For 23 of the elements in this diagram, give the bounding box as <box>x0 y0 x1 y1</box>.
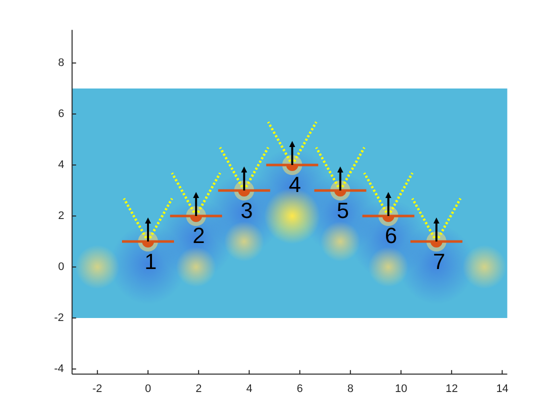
axis-tick-label: -2 <box>92 384 102 396</box>
callout-number: 4 <box>288 174 301 196</box>
callout-number: 3 <box>240 200 253 222</box>
axis-tick-label: 8 <box>347 384 354 396</box>
axis-tick-label: 14 <box>496 384 508 396</box>
axis-tick-label: 2 <box>196 384 202 396</box>
axis-tick-label: 10 <box>395 384 408 396</box>
axis-tick-label: 0 <box>58 262 64 272</box>
axis-tick-label: 6 <box>58 108 64 120</box>
axis-tick-label: 6 <box>296 384 303 396</box>
callout-number: 1 <box>144 250 157 273</box>
axis-tick-label: 2 <box>58 210 64 222</box>
axis-tick-label: 0 <box>145 384 152 396</box>
axis-tick-label: -2 <box>54 312 64 324</box>
axis-tick-label: 8 <box>58 58 64 68</box>
callout-number: 6 <box>384 225 398 248</box>
axis-tick-label: 4 <box>246 384 252 396</box>
axis-tick-label: -4 <box>54 364 64 374</box>
axis-tick-label: 12 <box>446 384 458 396</box>
axis-tick-label: 4 <box>58 160 64 170</box>
callout-number: 2 <box>192 225 205 248</box>
callout-number: 5 <box>336 200 350 222</box>
callout-number: 7 <box>432 250 446 273</box>
